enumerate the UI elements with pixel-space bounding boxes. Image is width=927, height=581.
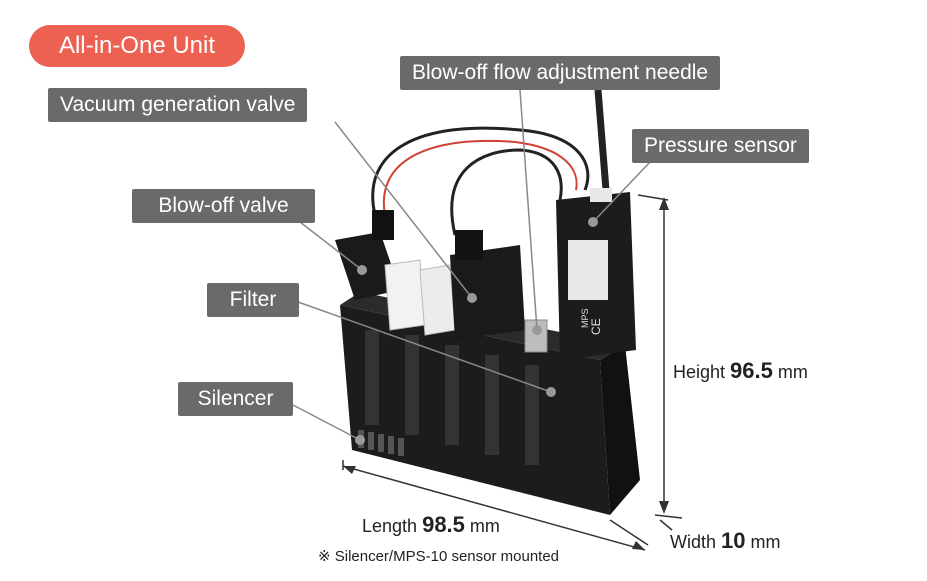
callout-silencer: Silencer (178, 382, 293, 416)
all-in-one-badge: All-in-One Unit (29, 25, 245, 67)
sensor-cable (594, 89, 610, 191)
callout-filter: Filter (207, 283, 299, 317)
length-value: 98.5 (422, 512, 465, 537)
blowoff-valve-body (335, 232, 400, 300)
tube-b (382, 139, 578, 216)
callout-blowoff-needle: Blow-off flow adjustment needle (400, 56, 721, 90)
filter-block-a (384, 259, 426, 331)
height-label: Height (673, 362, 726, 382)
sensor-ce-mark: CE (589, 318, 603, 335)
vacuum-valve-body (450, 245, 525, 340)
height-value: 96.5 (730, 358, 773, 383)
filter-block-b (419, 264, 456, 336)
sensor-brand-text: MPS (580, 308, 590, 328)
dimension-lines (342, 194, 683, 551)
leader-lines (292, 89, 651, 441)
length-unit: mm (469, 516, 500, 536)
callout-blowoff-valve: Blow-off valve (132, 189, 315, 223)
length-dimension: Length 98.5 mm (362, 512, 500, 538)
tube-c (450, 148, 563, 236)
width-unit: mm (750, 532, 781, 552)
footnote: ※ Silencer/MPS-10 sensor mounted (318, 548, 560, 565)
manifold-ribs (365, 330, 539, 465)
width-dimension: Width 10 mm (670, 528, 781, 554)
leader-dots (355, 217, 598, 445)
width-label: Width (670, 532, 717, 552)
length-label: Length (362, 516, 418, 536)
dimension-arrows (343, 197, 669, 550)
tube-a (371, 126, 590, 216)
callout-pressure-sensor: Pressure sensor (632, 129, 809, 163)
manifold-side (600, 345, 640, 515)
height-unit: mm (777, 362, 808, 382)
callout-vacuum-valve: Vacuum generation valve (48, 88, 308, 122)
width-value: 10 (721, 528, 746, 553)
height-dimension: Height 96.5 mm (673, 358, 808, 384)
sensor-label-plate (568, 240, 608, 300)
